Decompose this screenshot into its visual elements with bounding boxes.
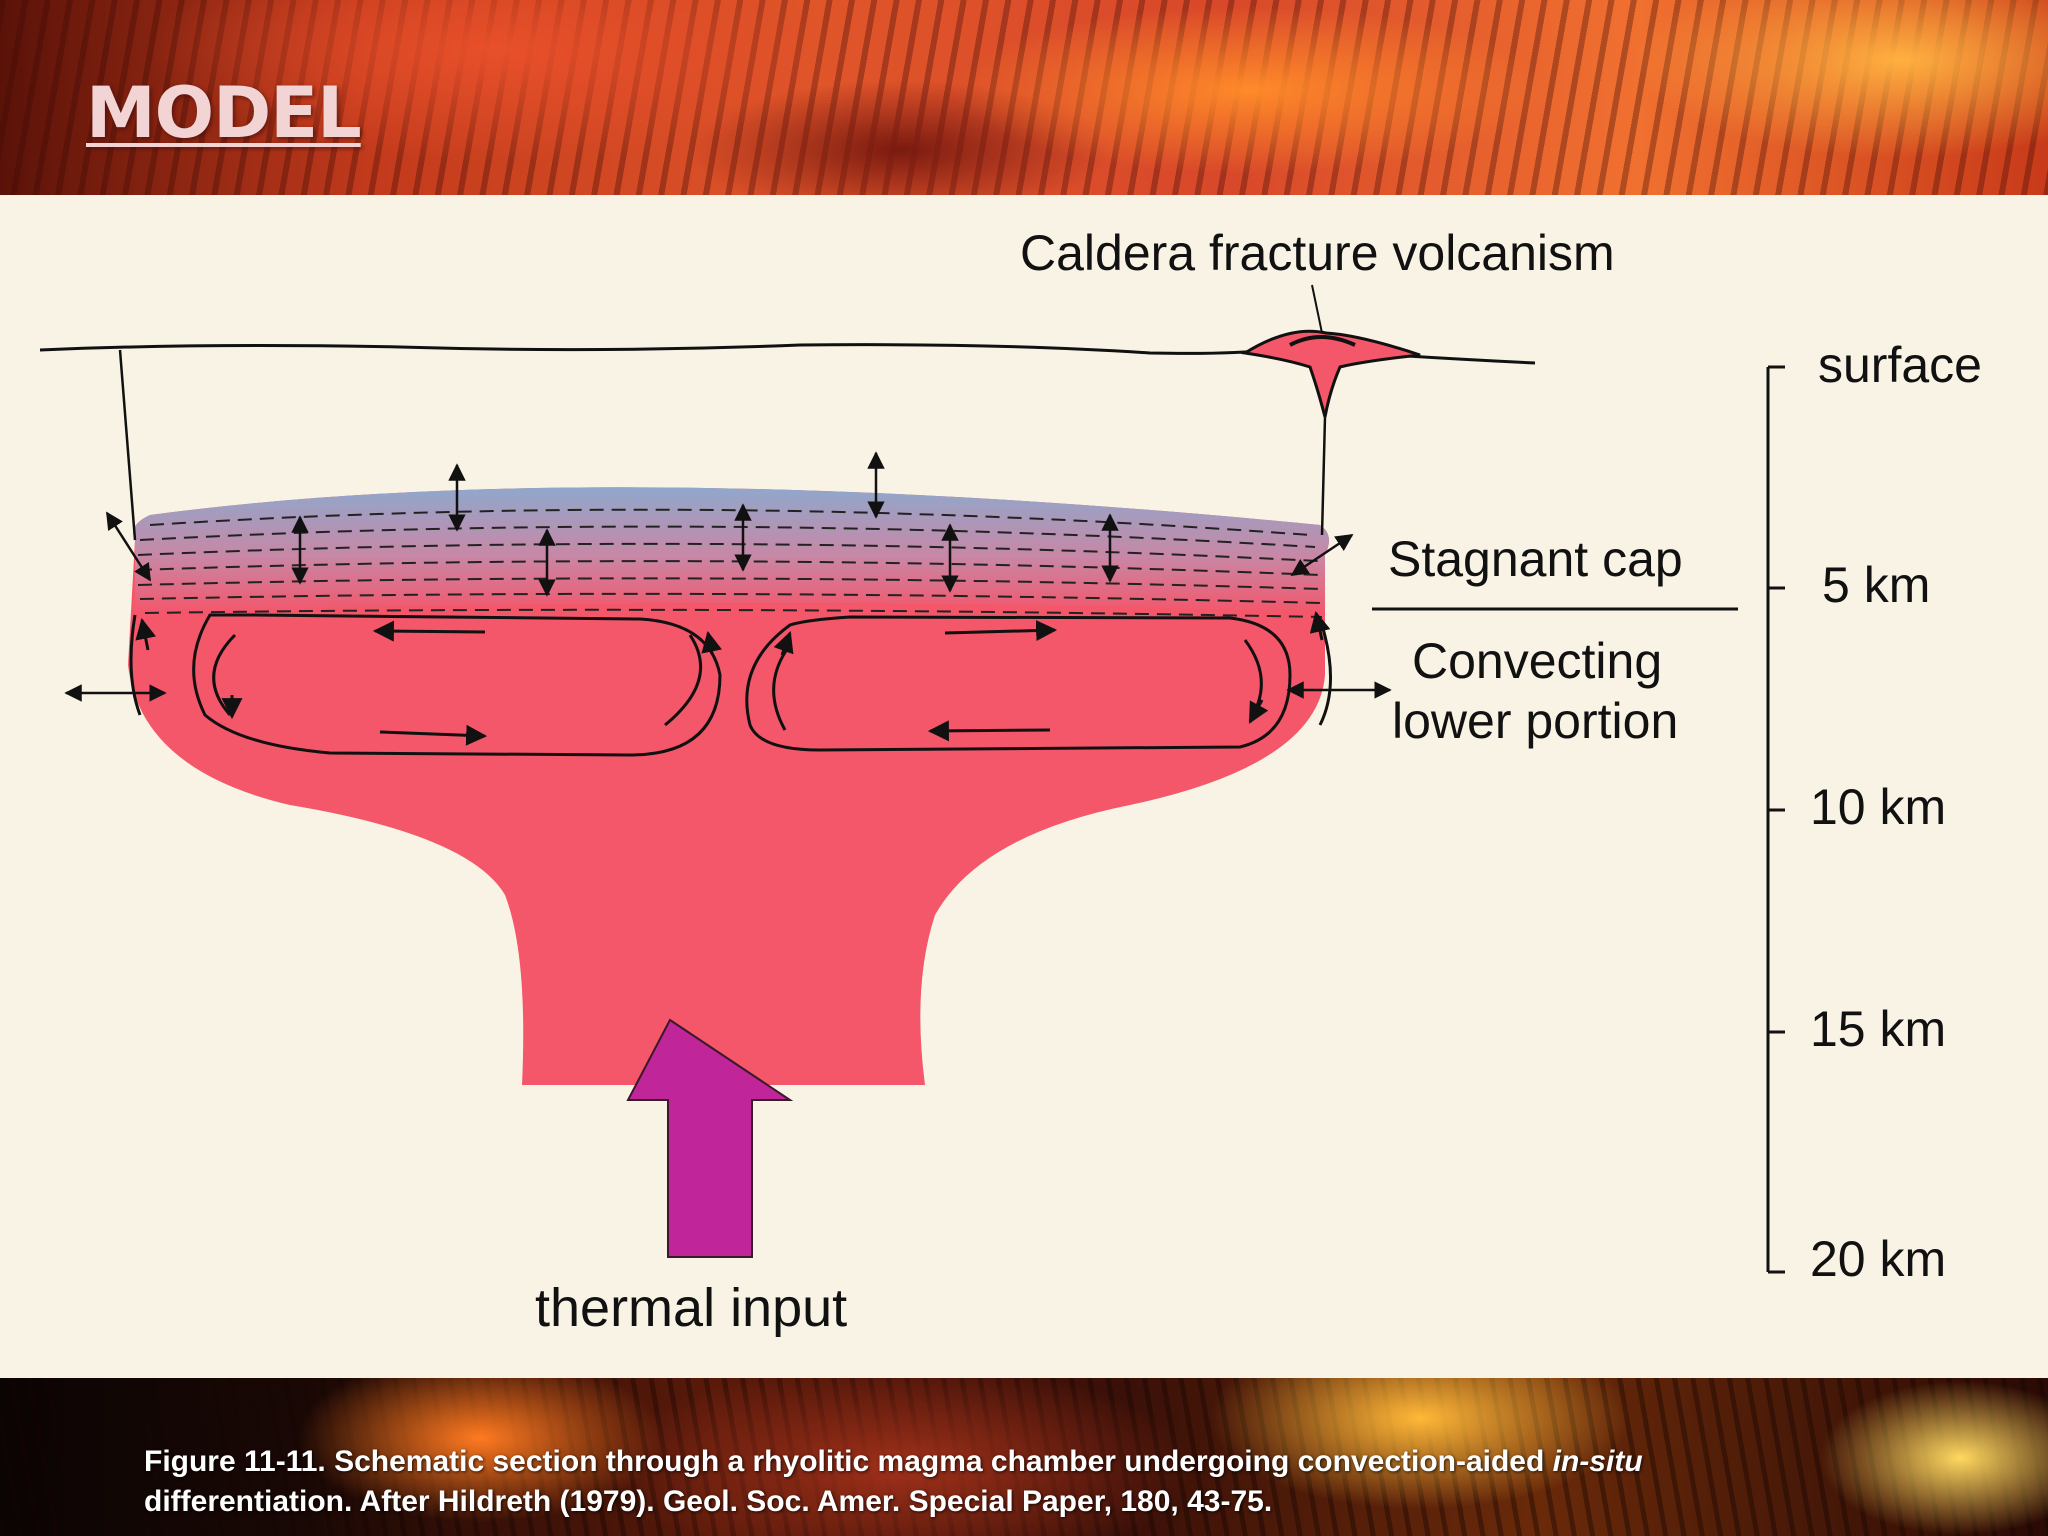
chamber-wall-right [1320, 416, 1327, 536]
convection-cells [129, 613, 1333, 757]
diagram-panel: Caldera fracture volcanism Stagnant cap … [0, 195, 2048, 1380]
thermal-input-arrow [626, 1018, 794, 1258]
stagnant-cap-label: Stagnant cap [1388, 531, 1683, 587]
caption-italic-term: in-situ [1552, 1445, 1643, 1478]
figure-caption: Figure 11-11. Schematic section through … [144, 1442, 1944, 1522]
scale-label-15km: 15 km [1810, 1001, 1947, 1057]
lava-background-top [0, 0, 2048, 195]
magma-chamber-diagram [39, 284, 1785, 1274]
scale-label-20km: 20 km [1810, 1231, 1947, 1287]
depth-scale [1766, 365, 1785, 1274]
caldera-leader-line [1311, 284, 1323, 334]
convecting-label-line2: lower portion [1392, 693, 1679, 749]
cap-layer-lines [137, 508, 1323, 618]
caption-text-part1: Figure 11-11. Schematic section through … [144, 1445, 1553, 1478]
scale-label-surface: surface [1818, 337, 1982, 393]
scale-label-5km: 5 km [1822, 557, 1931, 613]
caption-text-part2: differentiation. After Hildreth (1979). … [144, 1485, 1273, 1518]
lava-background-bottom [0, 1378, 2048, 1536]
stagnant-cap [133, 487, 1330, 613]
flow-arrows [135, 610, 1331, 746]
caldera-volcanism-label: Caldera fracture volcanism [1020, 225, 1615, 281]
caldera-fracture-vent [1240, 329, 1421, 418]
convecting-label-line1: Convecting [1412, 633, 1663, 689]
slide-title: MODEL [86, 72, 362, 154]
chamber-wall-left [118, 349, 137, 541]
scale-label-10km: 10 km [1810, 779, 1947, 835]
thermal-input-label: thermal input [535, 1278, 848, 1338]
magma-chamber-body [128, 487, 1329, 1085]
double-arrows [64, 451, 1392, 702]
